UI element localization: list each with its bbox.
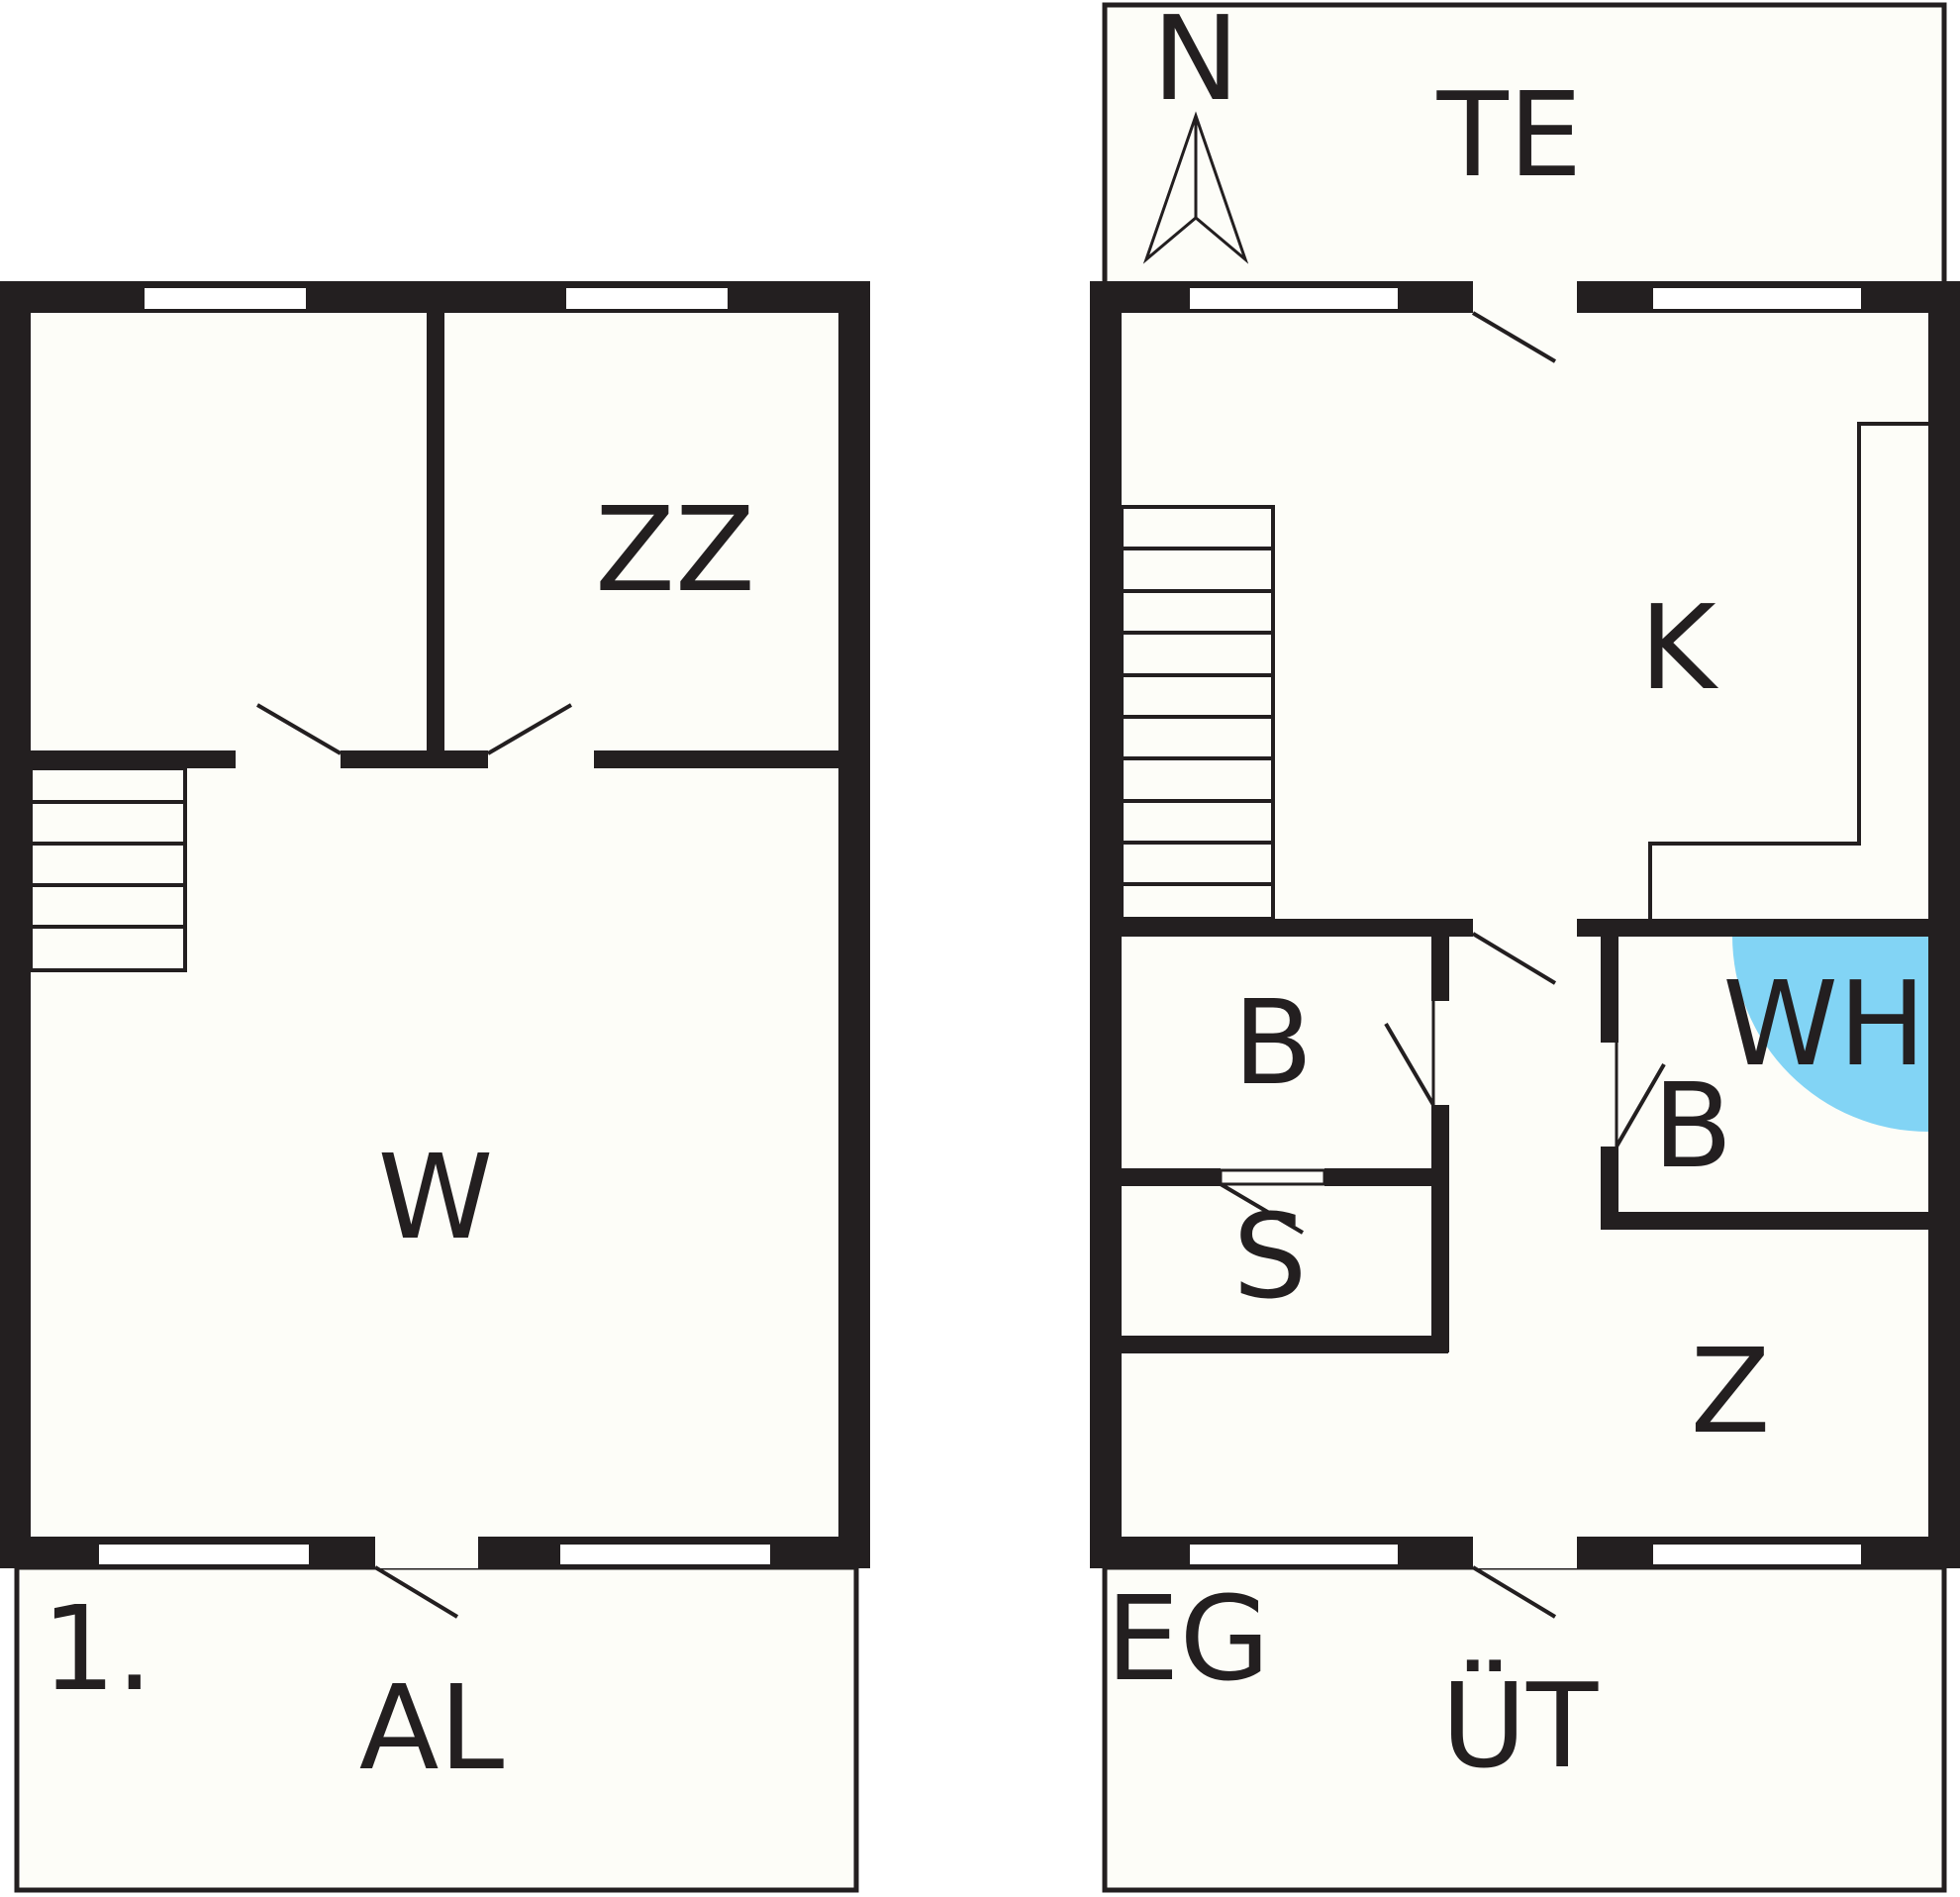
north-arrow-icon: N [1142, 0, 1249, 264]
room-label-kitchen: K [1639, 579, 1718, 716]
window-gf-bottom-right [1653, 1545, 1861, 1564]
floor-label-upper: 1. [42, 1580, 153, 1717]
room-label-living: W [378, 1129, 494, 1265]
balcony-outline [14, 1564, 859, 1893]
window-bottom-right [560, 1545, 770, 1564]
balcony-door-opening [375, 1537, 478, 1568]
door-swing-left-room [255, 703, 343, 755]
entrance-door-swing [1471, 1565, 1557, 1619]
terrace-door-swing [1471, 311, 1557, 363]
room-label-bedroom: ZZ [595, 481, 755, 618]
bath-left-door-swing [1384, 1022, 1435, 1107]
window-top-right [566, 288, 728, 309]
room-label-bath-right: B [1653, 1057, 1733, 1194]
door-swing-bedroom [486, 703, 573, 755]
staircase-ground [1120, 505, 1275, 921]
room-label-balcony: AL [359, 1659, 505, 1796]
exterior-outline [1102, 1564, 1947, 1893]
balcony-door-swing [373, 1565, 459, 1619]
kitchen-counter [1648, 422, 1928, 919]
ground-floor: TE K B WH B S Z EG ÜT N [1090, 0, 1960, 1893]
terrace-door-opening [1473, 281, 1577, 313]
room-label-terrace: TE [1436, 66, 1583, 203]
wh-highlight [1732, 936, 1928, 1132]
floor-label-ground: EG [1106, 1570, 1270, 1707]
window-top-left [145, 288, 306, 309]
bath-right-door-swing [1615, 1062, 1666, 1148]
window-gf-bottom-left [1190, 1545, 1398, 1564]
kitchen-door-swing [1471, 932, 1557, 985]
room-label-bath-left: B [1233, 974, 1314, 1111]
terrace-outline [1102, 2, 1947, 295]
window-gf-top-left [1190, 288, 1398, 309]
room-label-hall: Z [1691, 1323, 1771, 1459]
storage-door-opening [1219, 1168, 1326, 1186]
staircase-upper [29, 766, 187, 972]
upper-floor: ZZ W AL 1. [0, 281, 870, 1893]
entrance-door-opening [1473, 1537, 1577, 1568]
compass-label: N [1152, 0, 1239, 127]
room-label-storage: S [1233, 1188, 1308, 1325]
window-bottom-left [99, 1545, 309, 1564]
window-gf-top-right [1653, 288, 1861, 309]
room-label-wh: WH [1722, 955, 1925, 1092]
room-label-exterior: ÜT [1441, 1657, 1599, 1794]
storage-door-swing [1219, 1182, 1305, 1235]
